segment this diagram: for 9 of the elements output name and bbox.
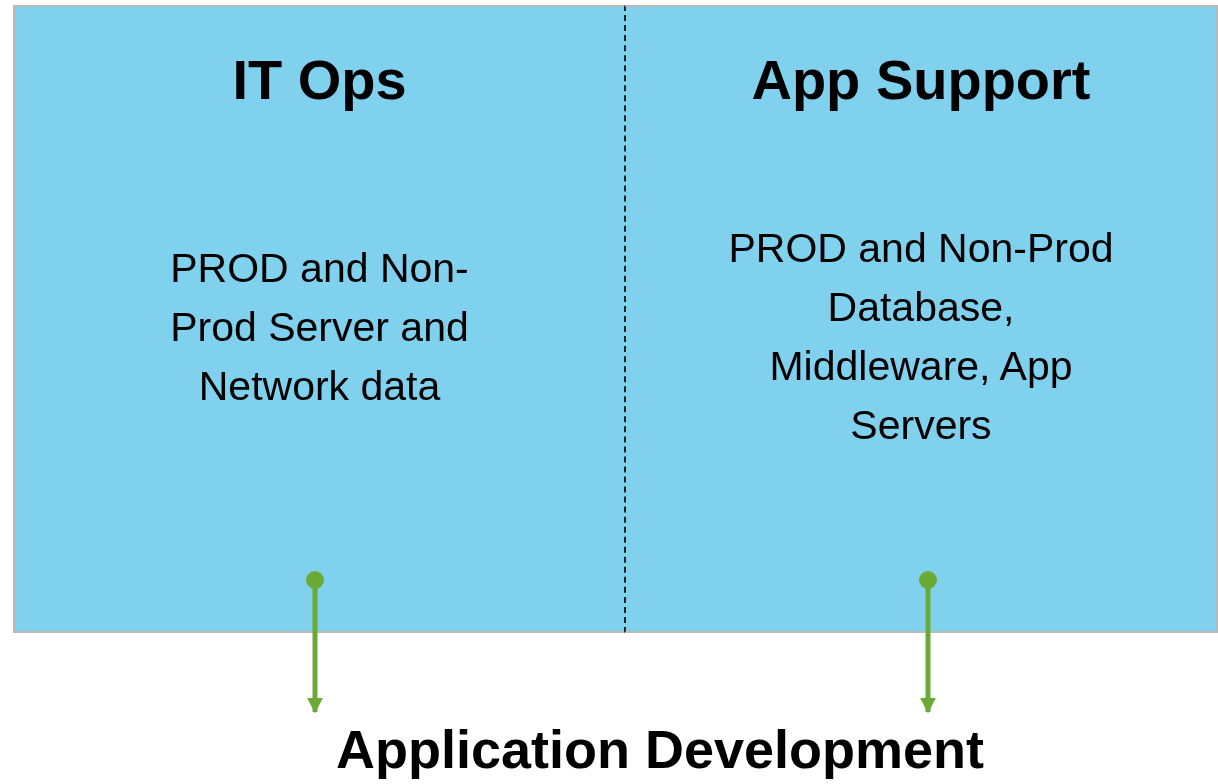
panel-heading: IT Ops: [231, 47, 408, 112]
panel-description: PROD and Non-Prod Database, Middleware, App Servers: [727, 224, 1115, 450]
panel-heading: App Support: [750, 47, 1092, 112]
panel: [13, 5, 624, 633]
panel-description: PROD and Non-Prod Server and Network data: [169, 244, 470, 411]
panel: [624, 5, 1218, 633]
arrow: [919, 571, 937, 714]
arrow: [306, 571, 324, 714]
target-label: Application Development: [230, 718, 1090, 780]
